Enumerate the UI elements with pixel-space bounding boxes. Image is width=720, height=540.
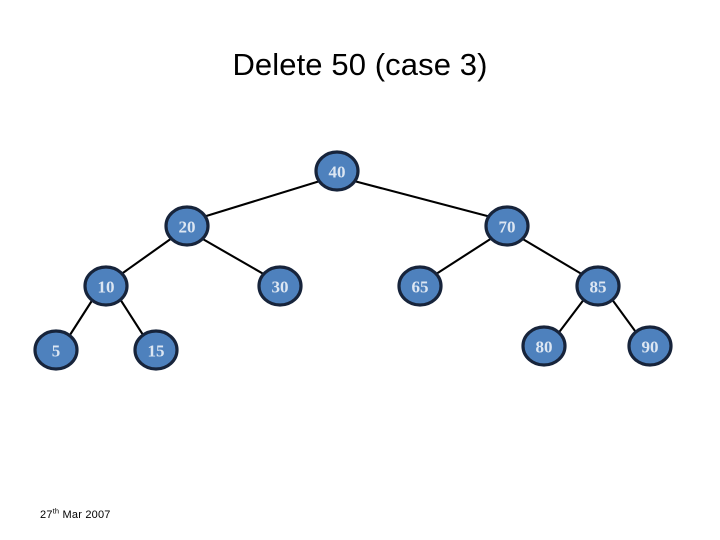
tree-edge-10-5 (66, 297, 95, 340)
tree-edge-20-10 (118, 236, 174, 277)
tree-node-5[interactable]: 5 (33, 329, 79, 371)
tree-node-90[interactable]: 90 (627, 325, 673, 367)
tree-edge-70-85 (519, 236, 587, 278)
tree-node-circle-65[interactable] (397, 265, 443, 307)
tree-node-15[interactable]: 15 (133, 329, 179, 371)
footer-day: 27 (40, 509, 53, 521)
tree-node-65[interactable]: 65 (397, 265, 443, 307)
tree-node-circle-20[interactable] (164, 205, 210, 247)
tree-node-circle-30[interactable] (257, 265, 303, 307)
tree-node-30[interactable]: 30 (257, 265, 303, 307)
tree-edge-40-70 (352, 179, 493, 219)
tree-node-label-65: 65 (412, 278, 429, 297)
slide-footer-date: 27th Mar 2007 (40, 506, 111, 521)
tree-node-circle-80[interactable] (521, 325, 567, 367)
tree-node-circle-5[interactable] (33, 329, 79, 371)
tree-node-85[interactable]: 85 (575, 265, 621, 307)
tree-node-label-70: 70 (499, 218, 516, 237)
tree-node-circle-40[interactable] (314, 150, 360, 192)
tree-edge-70-65 (431, 236, 494, 278)
tree-node-label-30: 30 (272, 278, 289, 297)
tree-node-80[interactable]: 80 (521, 325, 567, 367)
tree-node-label-20: 20 (179, 218, 196, 237)
tree-node-40[interactable]: 40 (314, 150, 360, 192)
tree-node-circle-15[interactable] (133, 329, 179, 371)
tree-node-circle-10[interactable] (83, 265, 129, 307)
tree-node-circle-85[interactable] (575, 265, 621, 307)
page-title: Delete 50 (case 3) (232, 47, 488, 82)
footer-ordinal-suffix: th (52, 506, 60, 516)
tree-node-layer: 40 20 70 10 30 65 85 5 15 80 90 (33, 150, 673, 371)
tree-edge-85-80 (555, 296, 587, 337)
tree-node-label-90: 90 (642, 338, 659, 357)
tree-node-label-10: 10 (98, 278, 115, 297)
tree-edge-85-90 (609, 296, 640, 337)
footer-month-year: Mar 2007 (59, 509, 111, 521)
tree-node-label-80: 80 (536, 338, 553, 357)
tree-node-circle-90[interactable] (627, 325, 673, 367)
tree-edge-10-15 (118, 297, 147, 340)
tree-edge-40-20 (201, 179, 322, 219)
tree-node-circle-70[interactable] (484, 205, 530, 247)
tree-node-label-85: 85 (590, 278, 607, 297)
tree-edge-20-30 (199, 236, 269, 278)
tree-edge-layer (66, 179, 640, 340)
tree-node-10[interactable]: 10 (83, 265, 129, 307)
tree-node-label-5: 5 (52, 342, 61, 361)
tree-node-20[interactable]: 20 (164, 205, 210, 247)
tree-node-label-40: 40 (329, 163, 346, 182)
tree-node-label-15: 15 (148, 342, 165, 361)
tree-node-70[interactable]: 70 (484, 205, 530, 247)
